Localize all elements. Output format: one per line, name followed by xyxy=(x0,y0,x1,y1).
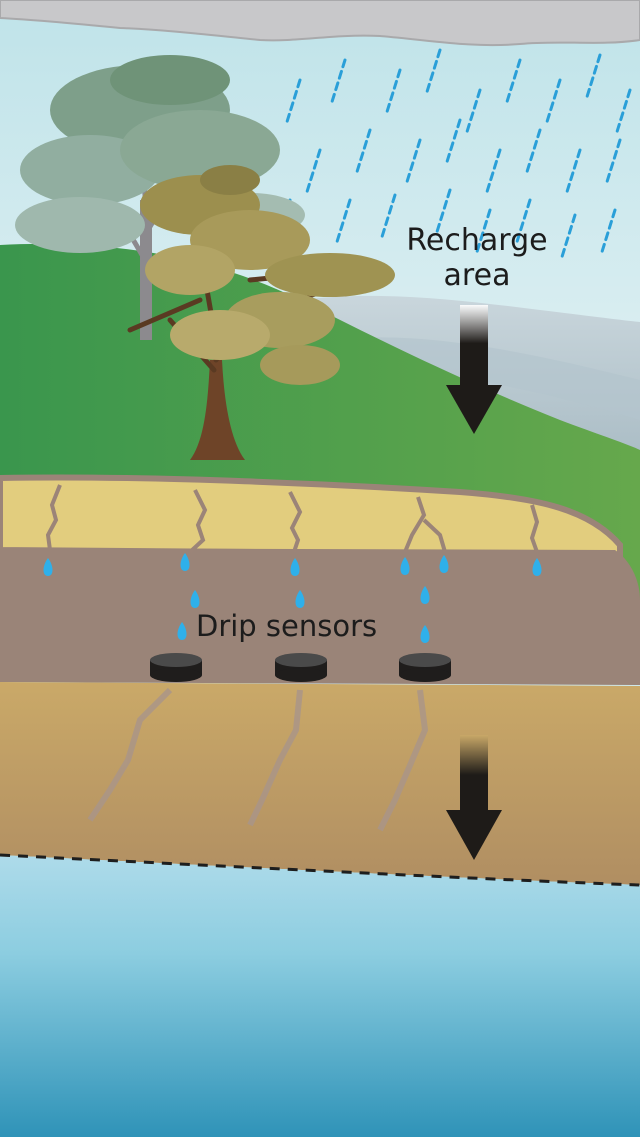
rain-streak xyxy=(434,188,452,237)
rain-streak xyxy=(424,48,442,97)
water-drop-icon xyxy=(420,625,430,643)
rain-streak xyxy=(604,138,622,187)
water-drop-icon xyxy=(43,558,53,576)
fissures xyxy=(45,484,540,554)
drip-sensors-label: Drip sensors xyxy=(196,609,378,643)
infiltration-arrow-icon xyxy=(446,735,502,860)
rain-streak xyxy=(599,208,617,257)
rain-streak xyxy=(444,118,462,167)
rain-streak xyxy=(524,128,542,177)
recharge-arrow-icon xyxy=(446,305,502,434)
rain-streak xyxy=(404,138,422,187)
recharge-label-line2: area xyxy=(443,257,511,293)
water-drop-icon xyxy=(420,586,430,604)
drip-sensor-icon xyxy=(275,653,327,682)
water-drop-icon xyxy=(295,590,305,608)
water-drop-icon xyxy=(532,558,542,576)
cave-chamber xyxy=(0,548,640,685)
foreground-tree xyxy=(127,165,395,460)
rain-streak xyxy=(559,213,577,262)
drip-sensors xyxy=(150,653,451,682)
rain-streak xyxy=(329,58,347,107)
drip-sensor-icon xyxy=(399,653,451,682)
rain-streak xyxy=(484,148,502,197)
rain-streak xyxy=(379,193,397,242)
rain-streak xyxy=(284,78,302,127)
recharge-label-line1: Recharge xyxy=(406,223,548,258)
water-drop-icon xyxy=(439,555,449,573)
rain-streak xyxy=(474,208,492,257)
rain-streak xyxy=(464,88,482,137)
rain-streak xyxy=(564,148,582,197)
rain-streak xyxy=(504,58,522,107)
water-drop-icon xyxy=(400,557,410,575)
rain-streak xyxy=(544,78,562,127)
water-drops xyxy=(43,553,542,643)
recharge-area-label: Recharge area xyxy=(392,223,562,293)
water-table-line xyxy=(0,853,640,887)
cloud xyxy=(0,0,640,47)
water-drop-icon xyxy=(180,553,190,571)
water-drop-icon xyxy=(290,558,300,576)
rain-streak xyxy=(614,88,632,137)
rain xyxy=(274,48,632,262)
rain-streak xyxy=(584,53,602,102)
bedrock-cracks xyxy=(87,687,429,832)
limestone-upper-layer xyxy=(0,474,623,559)
rain-streak xyxy=(304,148,322,197)
water-drop-icon xyxy=(177,622,187,640)
drip-sensor-icon xyxy=(150,653,202,682)
aquifer-water xyxy=(0,855,640,1137)
rain-streak xyxy=(334,198,352,247)
water-drop-icon xyxy=(190,590,200,608)
rain-streak xyxy=(514,198,532,247)
bedrock-layer xyxy=(0,682,640,885)
rain-streak xyxy=(354,128,372,177)
rain-streak xyxy=(384,68,402,117)
